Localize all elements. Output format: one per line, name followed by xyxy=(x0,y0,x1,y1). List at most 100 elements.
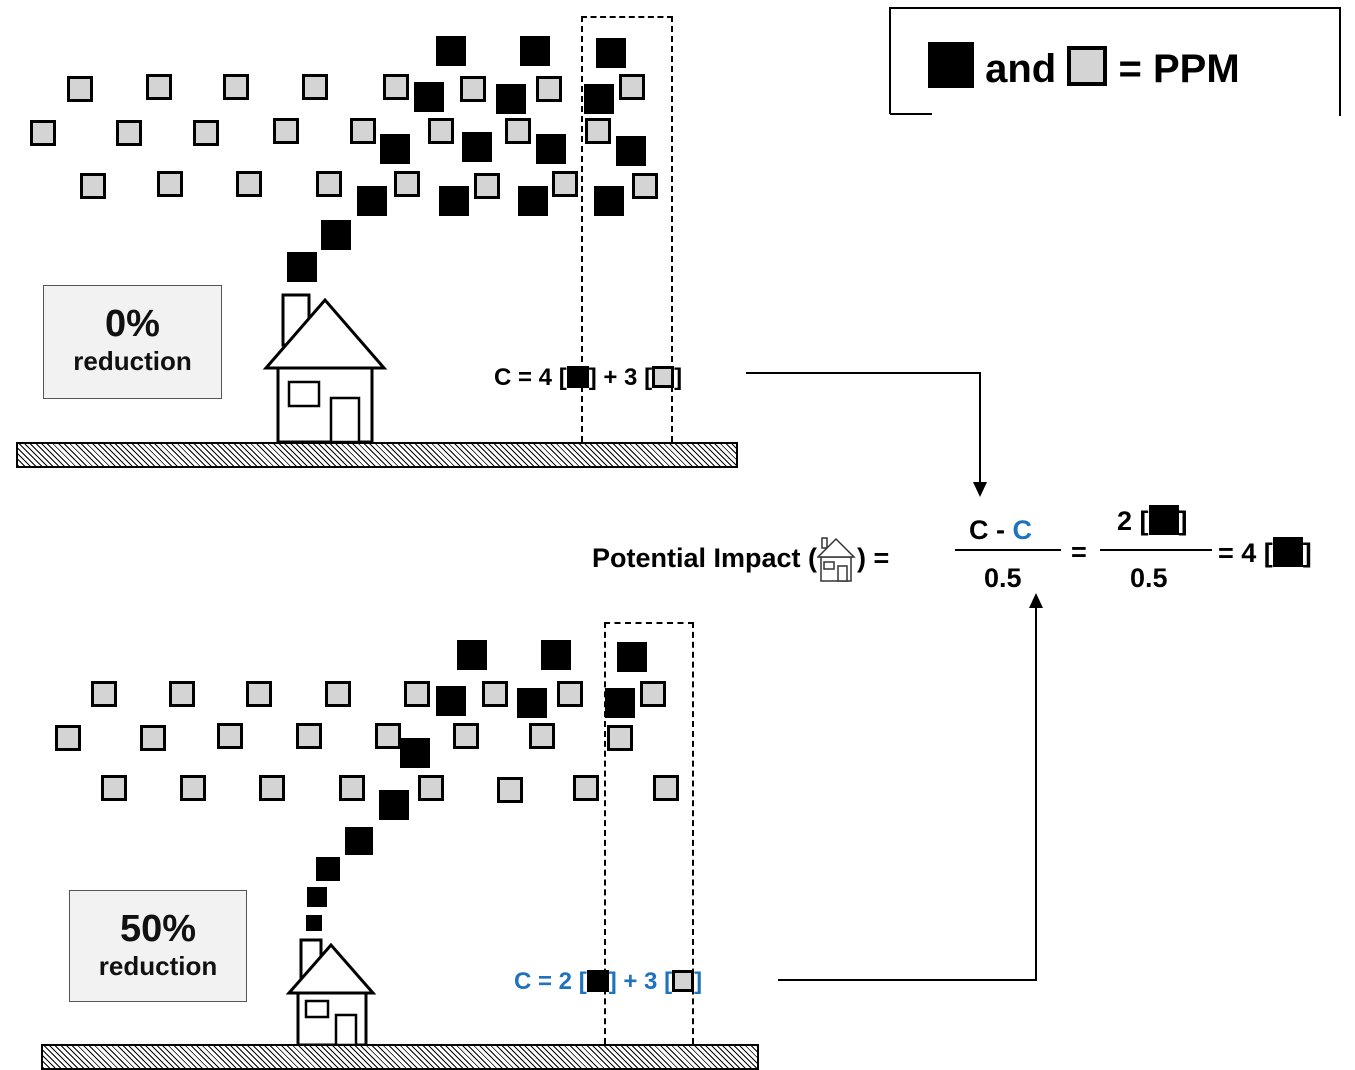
gray-particle xyxy=(116,120,142,146)
legend-equals: = PPM xyxy=(1118,47,1240,91)
equals-1-text: = xyxy=(1071,537,1087,567)
equation-top: C = 4 [] + 3 [] xyxy=(494,364,682,392)
formula-lead-text: Potential Impact ( xyxy=(592,543,818,573)
black-particle xyxy=(616,136,646,166)
gray-particle xyxy=(536,76,562,102)
black-square-icon xyxy=(566,366,589,388)
black-particle xyxy=(541,640,571,670)
formula-lead: Potential Impact ( ) = xyxy=(592,535,889,583)
fraction2-denominator-text: 0.5 xyxy=(1130,563,1168,593)
fraction2-bar xyxy=(1100,549,1212,551)
numerator-c: C xyxy=(969,515,989,545)
black-square-icon xyxy=(928,42,974,88)
black-particle xyxy=(380,134,410,164)
numerator-minus: - xyxy=(988,515,1013,545)
black-particle xyxy=(617,642,647,672)
black-particle xyxy=(316,857,340,881)
gray-particle xyxy=(30,120,56,146)
gray-particle xyxy=(552,171,578,197)
legend-frame xyxy=(889,7,1341,116)
formula-equals-1: = xyxy=(1071,537,1087,568)
black-particle xyxy=(496,84,526,114)
gray-particle xyxy=(350,118,376,144)
fraction2-denominator: 0.5 xyxy=(1130,563,1168,594)
gray-particle xyxy=(453,723,479,749)
black-particle xyxy=(584,84,614,114)
ground-top xyxy=(16,442,738,468)
gray-particle xyxy=(497,777,523,803)
gray-particle xyxy=(632,173,658,199)
formula-result: = 4 [] xyxy=(1218,537,1312,569)
black-particle xyxy=(596,38,626,68)
black-particle xyxy=(357,186,387,216)
arrowhead-bottom xyxy=(1029,593,1043,608)
reduction-label-bottom: reduction xyxy=(98,951,218,981)
black-square-icon xyxy=(586,970,609,992)
gray-particle xyxy=(140,725,166,751)
gray-particle xyxy=(607,725,633,751)
black-particle xyxy=(400,738,430,768)
reduction-box-top: 0% reduction xyxy=(43,285,222,399)
black-particle xyxy=(306,915,322,931)
equation-bottom: C = 2 [ ] + 3 [] xyxy=(514,968,702,996)
black-particle xyxy=(462,132,492,162)
legend: and = PPM xyxy=(888,6,1342,116)
equation-bottom-prefix: C = 2 [ xyxy=(514,968,587,995)
fraction1-numerator: C - C xyxy=(969,515,1032,546)
equation-bottom-middle: ] + 3 [ xyxy=(608,968,673,995)
arrow-bottom-to-formula xyxy=(778,606,1037,981)
black-particle xyxy=(536,134,566,164)
gray-particle xyxy=(55,725,81,751)
legend-text: and = PPM xyxy=(928,42,1240,92)
arrowhead-top xyxy=(973,482,987,497)
gray-square-icon xyxy=(672,970,695,992)
black-particle xyxy=(321,220,351,250)
fraction1-denominator-text: 0.5 xyxy=(984,563,1022,593)
formula-lead-close: ) = xyxy=(857,543,890,573)
result-suffix: ] xyxy=(1302,538,1312,568)
gray-particle xyxy=(505,118,531,144)
gray-particle xyxy=(394,171,420,197)
gray-particle xyxy=(418,775,444,801)
legend-connector: and xyxy=(985,47,1057,91)
black-particle xyxy=(439,186,469,216)
gray-particle xyxy=(302,74,328,100)
reduction-box-bottom: 50% reduction xyxy=(69,890,247,1002)
black-particle xyxy=(345,827,373,855)
black-particle xyxy=(520,36,550,66)
house-top xyxy=(262,293,388,444)
arrow-top-to-formula xyxy=(746,372,981,484)
gray-particle xyxy=(339,775,365,801)
black-particle xyxy=(594,186,624,216)
gray-particle xyxy=(482,681,508,707)
gray-particle xyxy=(619,74,645,100)
gray-particle xyxy=(236,171,262,197)
fraction1-bar xyxy=(955,549,1061,551)
equation-top-prefix: C = 4 [ xyxy=(494,364,567,391)
house-icon xyxy=(816,537,856,582)
measurement-column-bottom xyxy=(604,622,694,1044)
gray-particle xyxy=(640,681,666,707)
black-particle xyxy=(518,186,548,216)
gray-particle xyxy=(157,171,183,197)
gray-particle xyxy=(460,76,486,102)
gray-particle xyxy=(383,74,409,100)
gray-particle xyxy=(259,775,285,801)
equation-top-suffix: ] xyxy=(674,364,683,391)
gray-particle xyxy=(325,681,351,707)
reduction-label-top: reduction xyxy=(73,346,192,376)
gray-square-icon xyxy=(652,366,675,388)
gray-particle xyxy=(573,775,599,801)
black-particle xyxy=(379,790,409,820)
result-prefix: = 4 [ xyxy=(1218,538,1273,568)
black-particle xyxy=(436,36,466,66)
black-particle xyxy=(414,82,444,112)
equation-bottom-suffix: ] xyxy=(694,968,703,995)
gray-particle xyxy=(180,775,206,801)
numerator-c-reduced: C xyxy=(1012,515,1033,545)
gray-particle xyxy=(67,76,93,102)
gray-particle xyxy=(169,681,195,707)
ground-bottom xyxy=(41,1044,759,1070)
gray-particle xyxy=(91,681,117,707)
